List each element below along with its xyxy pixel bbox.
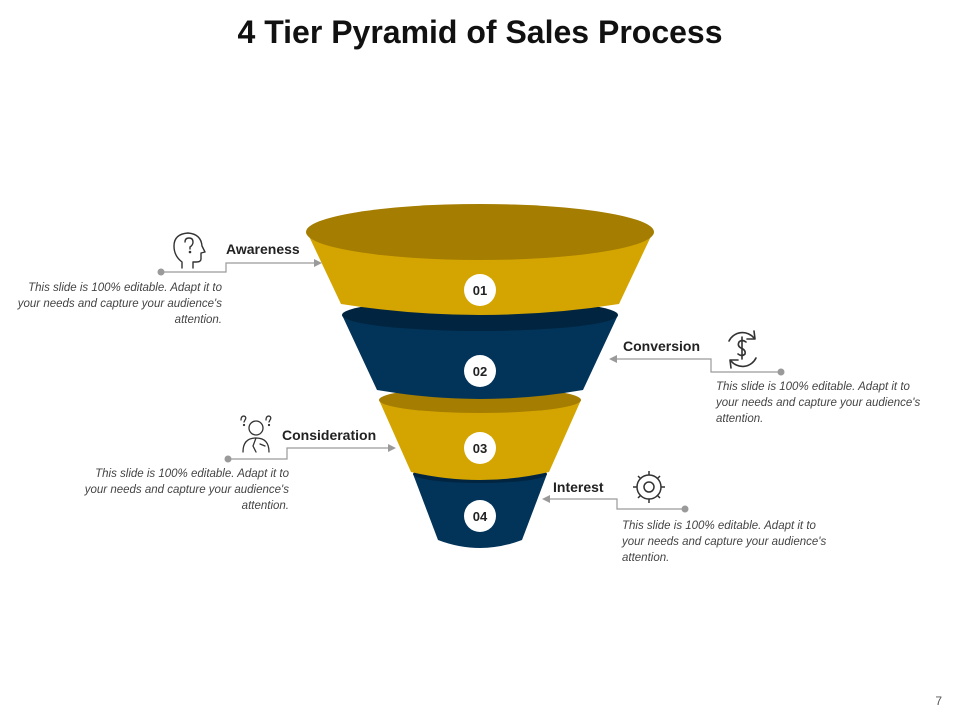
- awareness-connector: [157, 259, 322, 276]
- tier-number-badge: 04: [464, 500, 496, 532]
- consideration-connector: [224, 444, 396, 463]
- tier-number-badge: 02: [464, 355, 496, 387]
- consideration-description: This slide is 100% editable. Adapt it to…: [84, 468, 289, 512]
- conversion-description: This slide is 100% editable. Adapt it to…: [716, 381, 921, 425]
- awareness-label: Awareness: [226, 241, 300, 257]
- interest-connector: [542, 495, 689, 513]
- lightbulb-head-icon: [173, 232, 206, 269]
- gear-icon: [633, 471, 665, 503]
- page-number: 7: [935, 694, 942, 708]
- conversion-label: Conversion: [623, 338, 701, 354]
- awareness-description: This slide is 100% editable. Adapt it to…: [17, 282, 222, 326]
- conversion-connector: [609, 355, 785, 376]
- slide-title: 4 Tier Pyramid of Sales Process: [237, 14, 723, 50]
- consideration-label: Consideration: [282, 427, 377, 443]
- interest-label: Interest: [553, 479, 604, 495]
- tier-number-badge: 03: [464, 432, 496, 464]
- tier-number-badge: 01: [464, 274, 496, 306]
- dollar-refresh-icon: [728, 330, 757, 369]
- funnel-tier-1-top: [306, 204, 654, 260]
- interest-description: This slide is 100% editable. Adapt it to…: [622, 520, 827, 564]
- thinking-person-icon: [240, 415, 272, 453]
